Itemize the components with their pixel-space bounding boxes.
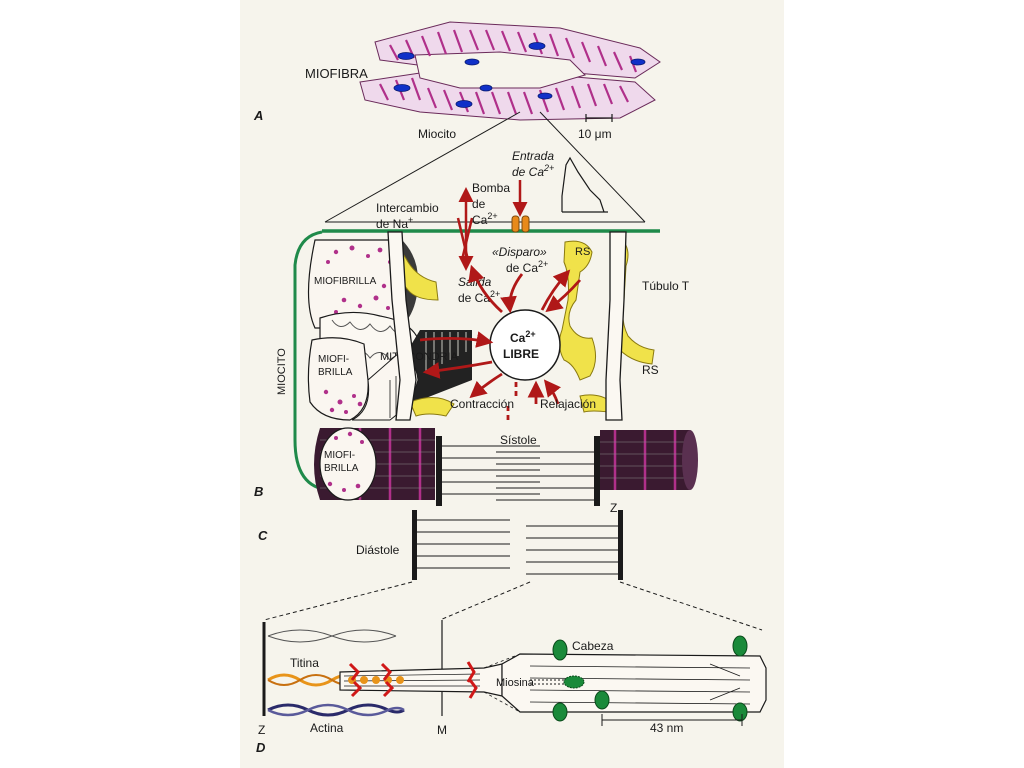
spacing-43nm bbox=[601, 714, 743, 726]
figure-panel: MIOFIBRA Miocito 10 μm A MIOFIBRILLA bbox=[240, 0, 784, 768]
label-cabeza: Cabeza bbox=[572, 639, 614, 653]
myosin-heads bbox=[552, 635, 748, 722]
myofibril-bottom bbox=[314, 427, 435, 501]
label-sistole: Sístole bbox=[500, 433, 537, 447]
label-ca-free-sup: 2+ bbox=[525, 329, 535, 339]
label-43nm: 43 nm bbox=[650, 721, 683, 735]
thick-filament-shaft bbox=[339, 661, 503, 699]
label-disparo-sup: 2+ bbox=[538, 259, 548, 269]
label-bomba-2: de bbox=[472, 197, 486, 211]
calcium-flux-arrows bbox=[419, 264, 582, 420]
label-miosina: Miosina bbox=[496, 677, 535, 689]
svg-text:Ca2+: Ca2+ bbox=[472, 211, 498, 227]
sarcomere-diastole bbox=[412, 510, 623, 580]
filament-zoom-guides bbox=[483, 653, 521, 713]
label-rs-right: RS bbox=[642, 363, 659, 377]
label-miocito-top: Miocito bbox=[418, 127, 456, 141]
label-entrada-1: Entrada bbox=[512, 149, 554, 163]
zoom-lines-a-b bbox=[324, 111, 646, 223]
label-miofibrilla-2a: MIOFI- bbox=[318, 354, 349, 365]
cardiac-myocyte-diagram: MIOFIBRA Miocito 10 μm A MIOFIBRILLA bbox=[253, 21, 767, 755]
label-miofibra: MIOFIBRA bbox=[305, 66, 368, 81]
myofiber-cells bbox=[359, 21, 661, 121]
label-miofibrilla-2b: BRILLA bbox=[318, 367, 353, 378]
calcium-transient-graph bbox=[561, 156, 608, 213]
label-intercambio-1: Intercambio bbox=[376, 201, 439, 215]
label-entrada-2: de Ca bbox=[512, 165, 544, 179]
label-panel-c: C bbox=[258, 528, 268, 543]
label-miofibrilla-1: MIOFIBRILLA bbox=[314, 276, 377, 287]
label-miofibrilla-3a: MIOFI- bbox=[324, 450, 355, 461]
actin-filament bbox=[267, 703, 405, 717]
zoom-lines-c-d bbox=[263, 581, 763, 631]
label-ca-free-2: LIBRE bbox=[503, 347, 539, 361]
label-bomba-sup: 2+ bbox=[487, 211, 497, 221]
t-tubules bbox=[387, 231, 627, 421]
label-rs-top: RS bbox=[575, 246, 590, 258]
svg-text:de Ca2+: de Ca2+ bbox=[458, 289, 500, 305]
label-scale-bar: 10 μm bbox=[578, 127, 612, 141]
label-panel-b: B bbox=[254, 484, 263, 499]
label-panel-d: D bbox=[256, 740, 266, 755]
svg-text:de Na+: de Na+ bbox=[376, 215, 413, 231]
sarcomere-systole bbox=[436, 436, 600, 506]
sarcolemma-left bbox=[293, 230, 331, 492]
svg-text:de Ca2+: de Ca2+ bbox=[512, 163, 554, 179]
myosin-thick-filament bbox=[501, 653, 767, 713]
label-actina: Actina bbox=[310, 721, 344, 735]
label-disparo-2: de Ca bbox=[506, 261, 538, 275]
label-panel-a: A bbox=[253, 108, 263, 123]
label-intercambio-2: de Na bbox=[376, 217, 408, 231]
label-z-bottom: Z bbox=[258, 723, 265, 737]
calcium-channel bbox=[511, 180, 530, 233]
label-miocito-side: MIOCITO bbox=[276, 348, 288, 395]
scale-bar bbox=[585, 114, 613, 122]
label-bomba-3: Ca bbox=[472, 213, 488, 227]
na-ca-exchanger bbox=[456, 187, 474, 271]
svg-text:Ca2+: Ca2+ bbox=[510, 329, 536, 345]
label-ca-free-1: Ca bbox=[510, 331, 526, 345]
myofibril-right-bundle bbox=[600, 430, 698, 490]
label-tubulo-t: Túbulo T bbox=[642, 279, 690, 293]
label-contraccion: Contracción bbox=[450, 397, 514, 411]
label-diastole: Diástole bbox=[356, 543, 400, 557]
label-miofibrilla-3b: BRILLA bbox=[324, 463, 359, 474]
label-bomba-1: Bomba bbox=[472, 181, 510, 195]
label-z-top: Z bbox=[610, 501, 617, 515]
label-intercambio-sup: + bbox=[408, 215, 413, 225]
svg-text:de Ca2+: de Ca2+ bbox=[506, 259, 548, 275]
label-titina: Titina bbox=[290, 656, 319, 670]
label-salida-sup: 2+ bbox=[490, 289, 500, 299]
label-entrada-sup: 2+ bbox=[543, 163, 554, 173]
label-disparo-1: «Disparo» bbox=[492, 245, 547, 259]
label-relajacion: Relajación bbox=[540, 397, 596, 411]
free-calcium-pool bbox=[489, 309, 561, 381]
label-salida-2: de Ca bbox=[458, 291, 490, 305]
label-m-line: M bbox=[437, 723, 447, 737]
